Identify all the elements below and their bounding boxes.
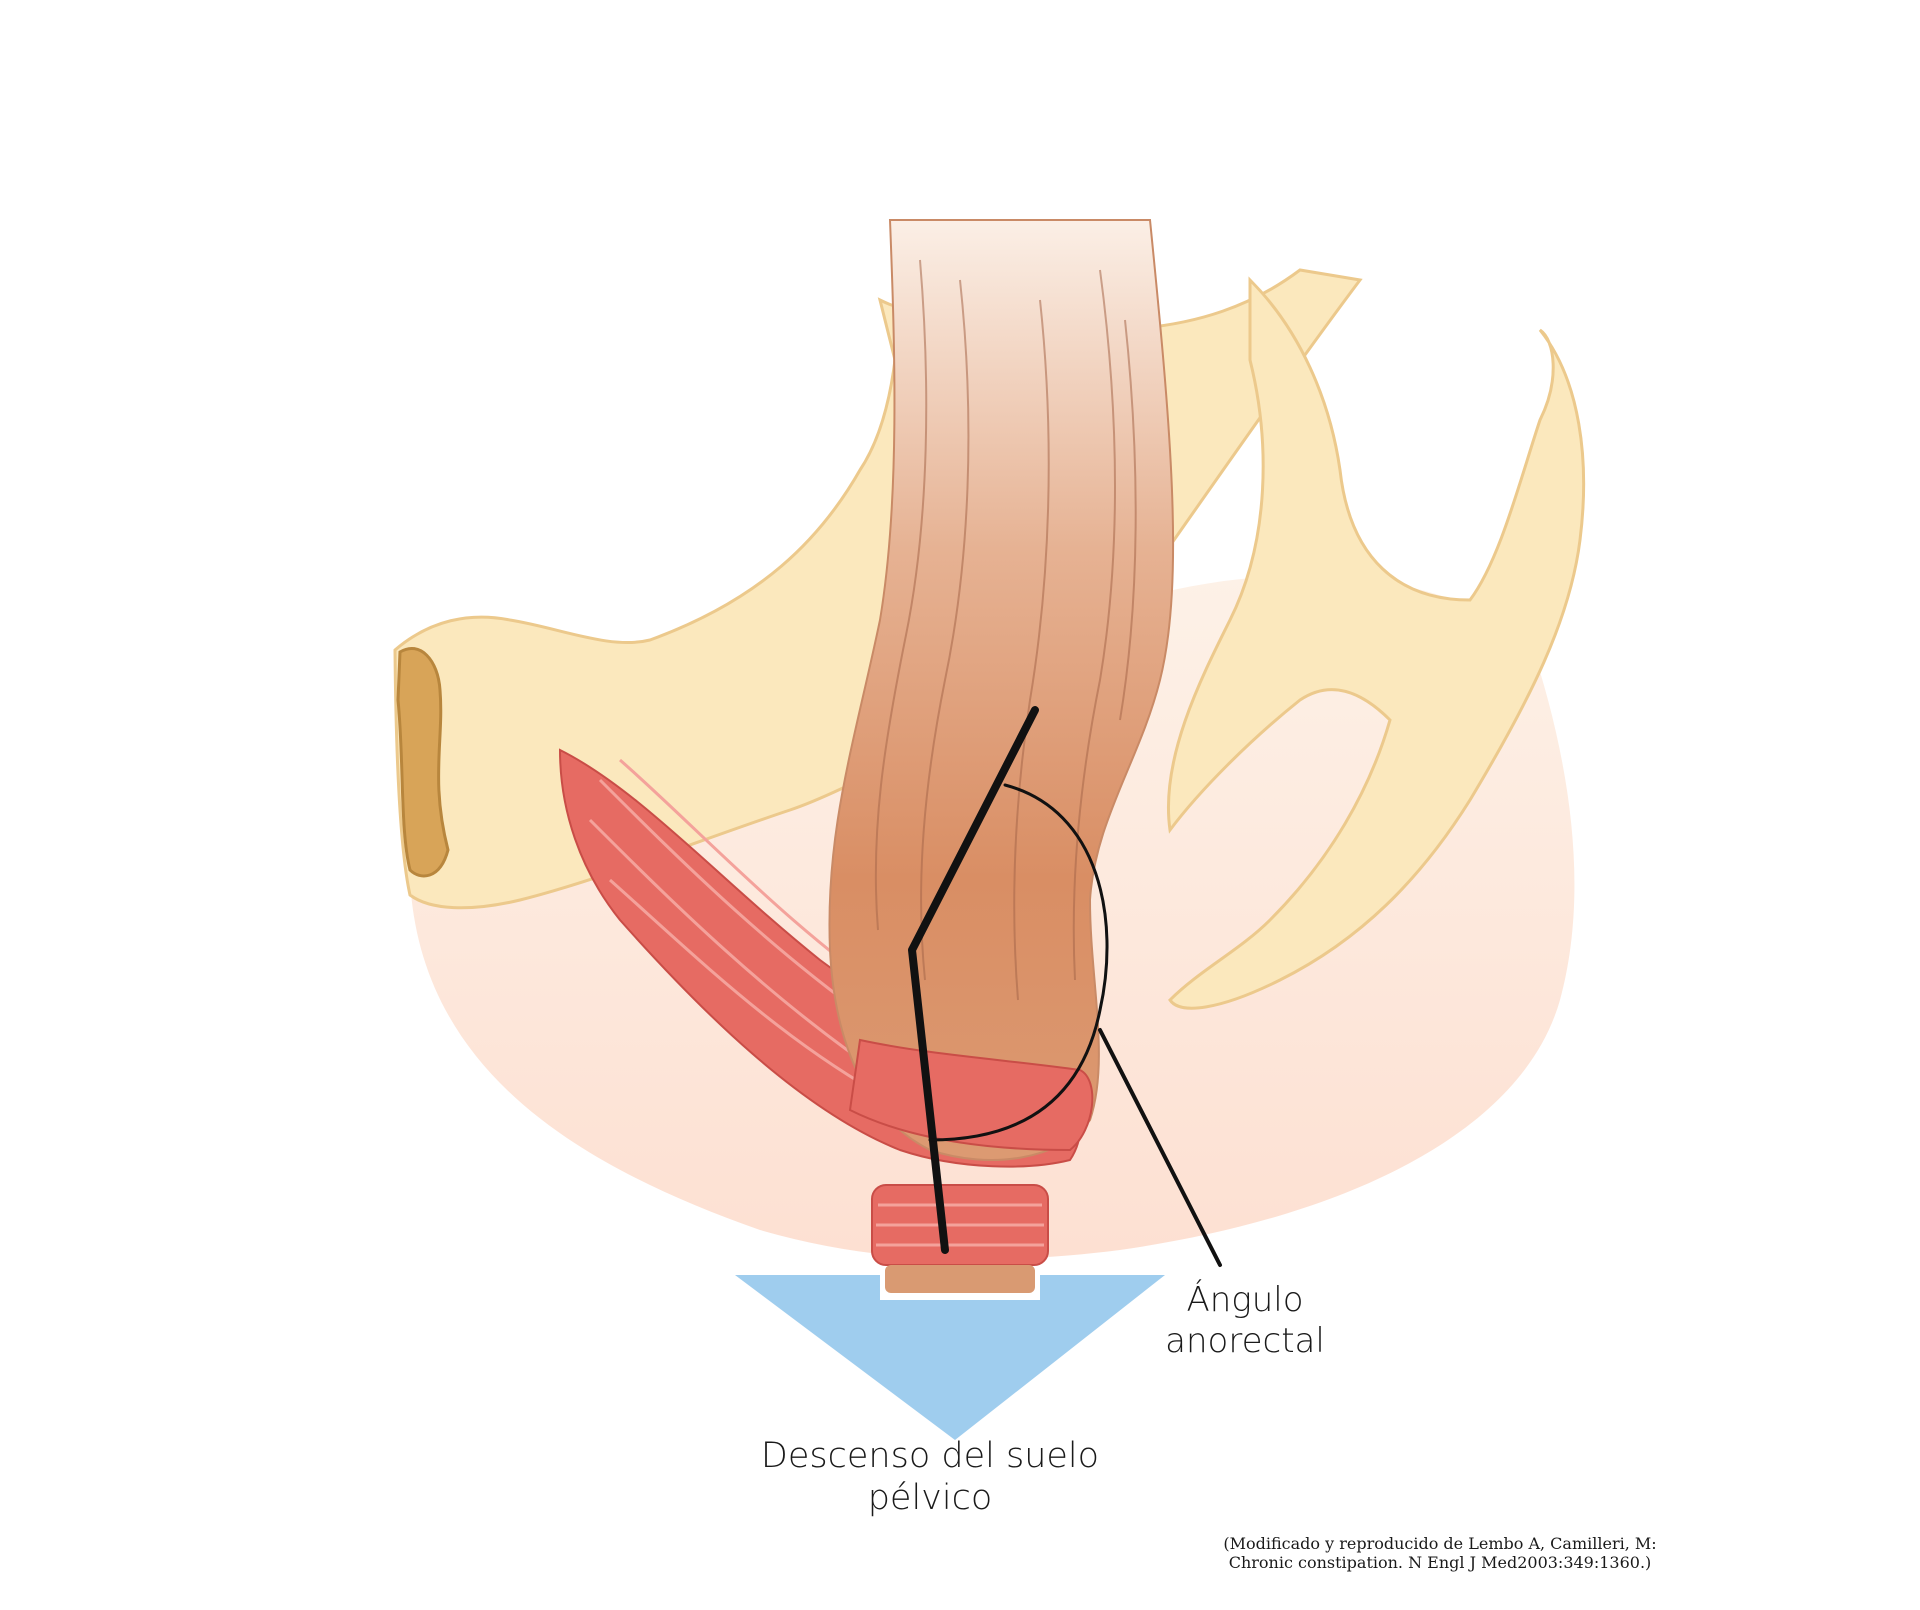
anorectal-angle-lines — [908, 706, 1222, 1267]
pubic-bone-section — [396, 647, 450, 878]
puborectalis-sling — [848, 1038, 1094, 1152]
rectum-folds — [874, 259, 1137, 1001]
citation: (Modificado y reproducido de Lembo A, Ca… — [1160, 1534, 1720, 1572]
anorectal-angle-label-line2: anorectal — [1165, 1320, 1325, 1361]
angle-pointer-line — [1098, 1028, 1222, 1267]
pelvic-floor-descent-label-line1: Descenso del suelo — [760, 1436, 1100, 1476]
angle-axis-line — [908, 706, 1039, 1254]
citation-line1: (Modificado y reproducido de Lembo A, Ca… — [1223, 1534, 1657, 1553]
angle-arc — [928, 783, 1109, 1142]
pelvic-floor-descent-label-line2: pélvico — [867, 1478, 993, 1518]
sacrum-coccyx — [1166, 276, 1586, 1010]
citation-line2: Chronic constipation. N Engl J Med2003:3… — [1228, 1553, 1652, 1573]
anorectal-angle-label-line1: Ángulo — [1186, 1280, 1304, 1320]
pelvic-floor-descent-label: Descenso del suelo pélvico — [740, 1435, 1120, 1519]
anorectal-angle-label: Ángulo anorectal — [1140, 1280, 1350, 1362]
anal-sphincter — [871, 1184, 1049, 1293]
rectum — [828, 219, 1175, 1161]
descent-arrow — [735, 1275, 1165, 1440]
